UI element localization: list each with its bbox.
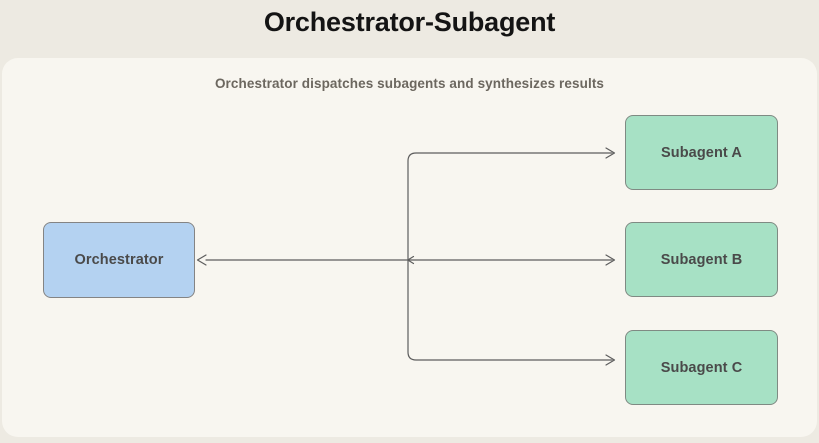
connector-lines — [196, 147, 616, 366]
arrowhead-subagent-b — [605, 254, 616, 266]
node-subagent-c-label: Subagent C — [660, 359, 743, 376]
arrowhead-junction — [407, 255, 415, 265]
node-orchestrator-label: Orchestrator — [74, 252, 164, 268]
node-subagent-a-label: Subagent A — [660, 144, 743, 161]
arrowhead-orchestrator — [196, 254, 207, 266]
node-subagent-b-label: Subagent B — [660, 251, 743, 268]
diagram-subtitle: Orchestrator dispatches subagents and sy… — [214, 76, 605, 91]
node-subagent-a: Subagent A — [625, 115, 778, 190]
node-subagent-b: Subagent B — [625, 222, 778, 297]
arrowhead-subagent-a — [605, 147, 616, 159]
edge-orchestrator-to-subagent-a-and-c — [407, 152, 613, 361]
arrowhead-subagent-c — [605, 354, 616, 366]
diagram-card: Orchestrator dispatches subagents and sy… — [2, 58, 817, 437]
node-subagent-c: Subagent C — [625, 330, 778, 405]
page-title: Orchestrator-Subagent — [263, 7, 556, 37]
node-orchestrator: Orchestrator — [43, 222, 195, 298]
